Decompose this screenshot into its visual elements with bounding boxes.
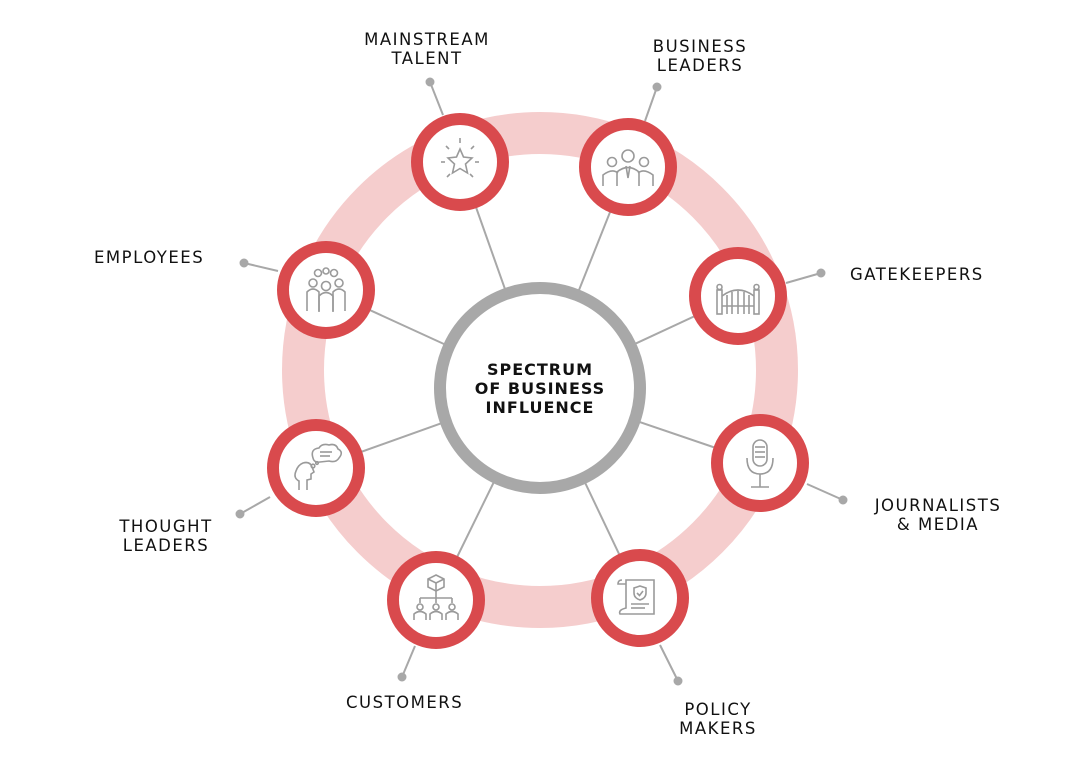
label-business-leaders: BUSINESS LEADERS [652, 37, 748, 75]
center-title: SPECTRUM OF BUSINESS INFLUENCE [474, 360, 606, 417]
label-employees: EMPLOYEES [94, 248, 205, 267]
document-scroll-icon [617, 579, 655, 615]
business-team-icon [602, 149, 654, 186]
node-employees [277, 241, 375, 339]
node-mainstream-talent [411, 113, 509, 211]
center-hub [434, 282, 646, 494]
customers-network-icon [413, 574, 459, 620]
label-policy-makers: POLICY MAKERS [679, 700, 757, 738]
node-gatekeepers [689, 247, 787, 345]
outer-ring [282, 112, 798, 628]
node-thought-leaders [267, 419, 365, 517]
node-business-leaders [579, 118, 677, 216]
node-policy-makers [591, 549, 689, 647]
microphone-icon [746, 439, 774, 488]
label-mainstream-talent: MAINSTREAM TALENT [364, 30, 490, 68]
node-customers [387, 551, 485, 649]
node-journalists-media [711, 414, 809, 512]
label-customers: CUSTOMERS [346, 693, 464, 712]
label-leaders [235, 77, 848, 686]
label-gatekeepers: GATEKEEPERS [850, 265, 984, 284]
star-burst-icon [441, 138, 479, 178]
label-journalists-media: JOURNALISTS & MEDIA [874, 496, 1002, 534]
thinking-head-icon [294, 443, 343, 490]
group-people-icon [306, 267, 346, 312]
label-thought-leaders: THOUGHT LEADERS [119, 517, 213, 555]
gate-icon [716, 283, 760, 315]
